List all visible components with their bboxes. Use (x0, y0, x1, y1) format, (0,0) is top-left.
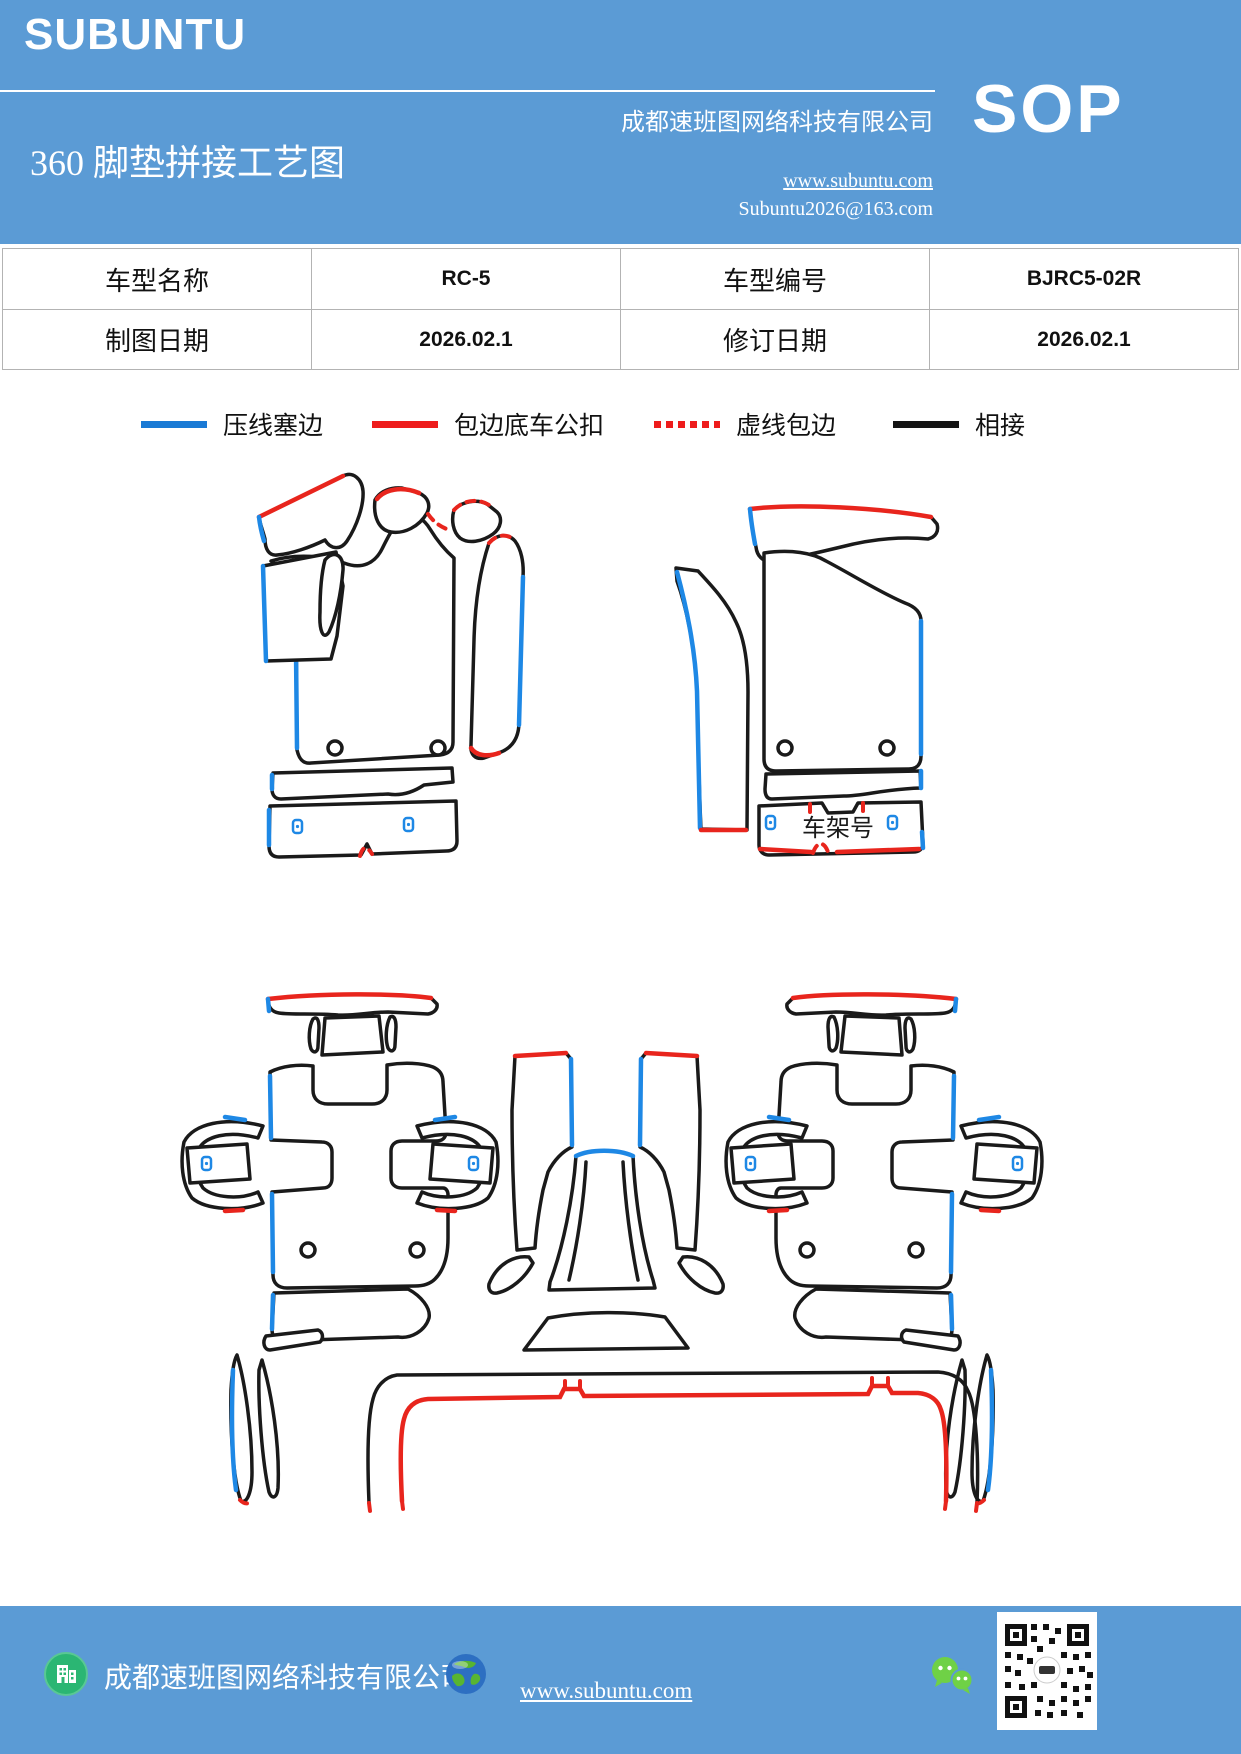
header-company-name: 成都速班图网络科技有限公司 (621, 110, 933, 136)
mat-cap-piece (450, 499, 503, 544)
vehicle-info-table: 车型名称 RC-5 车型编号 BJRC5-02R 制图日期 2026.02.1 … (2, 248, 1239, 370)
legend-item: 包边底车公扣 (372, 404, 604, 444)
legend-label: 相接 (975, 413, 1026, 440)
eyelet-hole (299, 1241, 317, 1259)
sop-label: SOP (972, 71, 1125, 147)
trunk-inner-edge (398, 1383, 949, 1504)
page-header: SUBUNTU 360 脚垫拼接工艺图 成都速班图网络科技有限公司 www.su… (0, 0, 1241, 244)
qr-code (997, 1612, 1097, 1730)
red-line-swatch (372, 420, 438, 428)
headrest-side-leaf (307, 1016, 321, 1054)
legend-label: 包边底车公扣 (454, 413, 605, 440)
front-left-mat (256, 472, 526, 859)
cell-rev-date-label: 修订日期 (620, 309, 930, 370)
rear-right-mat-cluster (726, 994, 1042, 1503)
cell-rev-date-value: 2026.02.1 (929, 309, 1239, 370)
eyelet-hole (408, 1241, 426, 1259)
legend-item: 虚线包边 (654, 404, 836, 444)
rear-left-mat-cluster (180, 992, 498, 1506)
page-footer: 成都速班图网络科技有限公司 www.subuntu.com (0, 1606, 1241, 1754)
tunnel-strip-left (487, 1050, 575, 1295)
mat-strip (763, 769, 923, 801)
cell-draw-date-value: 2026.02.1 (311, 309, 621, 370)
header-website-link[interactable]: www.subuntu.com (783, 170, 933, 192)
side-tab-assembly (417, 1117, 498, 1211)
headrest-side-leaf (384, 1014, 398, 1053)
rear-mats-diagram (180, 960, 1120, 1513)
side-tab-assembly (180, 1114, 265, 1214)
building-icon (44, 1652, 88, 1696)
vin-label: 车架号 (802, 815, 874, 842)
trunk-outer-edge (366, 1370, 980, 1505)
center-trapezoid (522, 1310, 690, 1352)
eyelet-hole (878, 739, 896, 757)
table-row: 车型名称 RC-5 车型编号 BJRC5-02R (2, 248, 1239, 310)
mat-side-strip (469, 533, 525, 761)
globe-icon (446, 1654, 486, 1694)
brand-logo: SUBUNTU (24, 10, 247, 59)
side-sliver (257, 1358, 281, 1499)
legend-item: 压线塞边 (141, 404, 323, 444)
corner-wedge (262, 1328, 325, 1352)
legend-label: 压线塞边 (223, 413, 324, 440)
mat-sliver-piece (318, 552, 345, 637)
page-title: 360 脚垫拼接工艺图 (30, 143, 346, 183)
headrest-piece (320, 1014, 385, 1057)
tunnel-strip-right (640, 1053, 723, 1293)
mat-wing-piece (257, 472, 365, 557)
tab-plate (185, 1142, 252, 1185)
eyelet-hole (776, 739, 794, 757)
wechat-icon (932, 1657, 974, 1694)
red-dashed-line-swatch (654, 420, 720, 428)
eyelet-hole (326, 739, 344, 757)
legend-item: 相接 (893, 404, 1025, 444)
eyelet-hole (429, 739, 447, 757)
black-line-swatch (893, 420, 959, 428)
footer-company-name: 成都速班图网络科技有限公司 (104, 1663, 469, 1694)
table-row: 制图日期 2026.02.1 修订日期 2026.02.1 (2, 309, 1239, 370)
header-divider (0, 90, 935, 92)
cell-model-code-label: 车型编号 (620, 248, 930, 310)
cell-model-name-value: RC-5 (311, 248, 621, 310)
tunnel-piece (547, 1149, 657, 1292)
front-right-mat: 车架号 (674, 504, 940, 857)
front-mats-diagram: 车架号 (256, 472, 940, 859)
center-tunnel (522, 1148, 690, 1352)
mat-body (762, 549, 923, 773)
blue-line-swatch (141, 420, 207, 428)
line-legend: 压线塞边 包边底车公扣 虚线包边 相接 (0, 404, 1241, 444)
mat-body (268, 1061, 450, 1290)
mat-strip (270, 766, 455, 801)
legend-label: 虚线包边 (736, 413, 837, 440)
cell-model-name-label: 车型名称 (2, 248, 312, 310)
header-email: Subuntu2026@163.com (738, 198, 933, 220)
footer-website-link[interactable]: www.subuntu.com (520, 1678, 693, 1703)
trunk-mat (366, 1370, 980, 1513)
tunnel-strip (510, 1051, 574, 1252)
foot-wedge (487, 1255, 535, 1295)
cell-model-code-value: BJRC5-02R (929, 248, 1239, 310)
cell-draw-date-label: 制图日期 (2, 309, 312, 370)
